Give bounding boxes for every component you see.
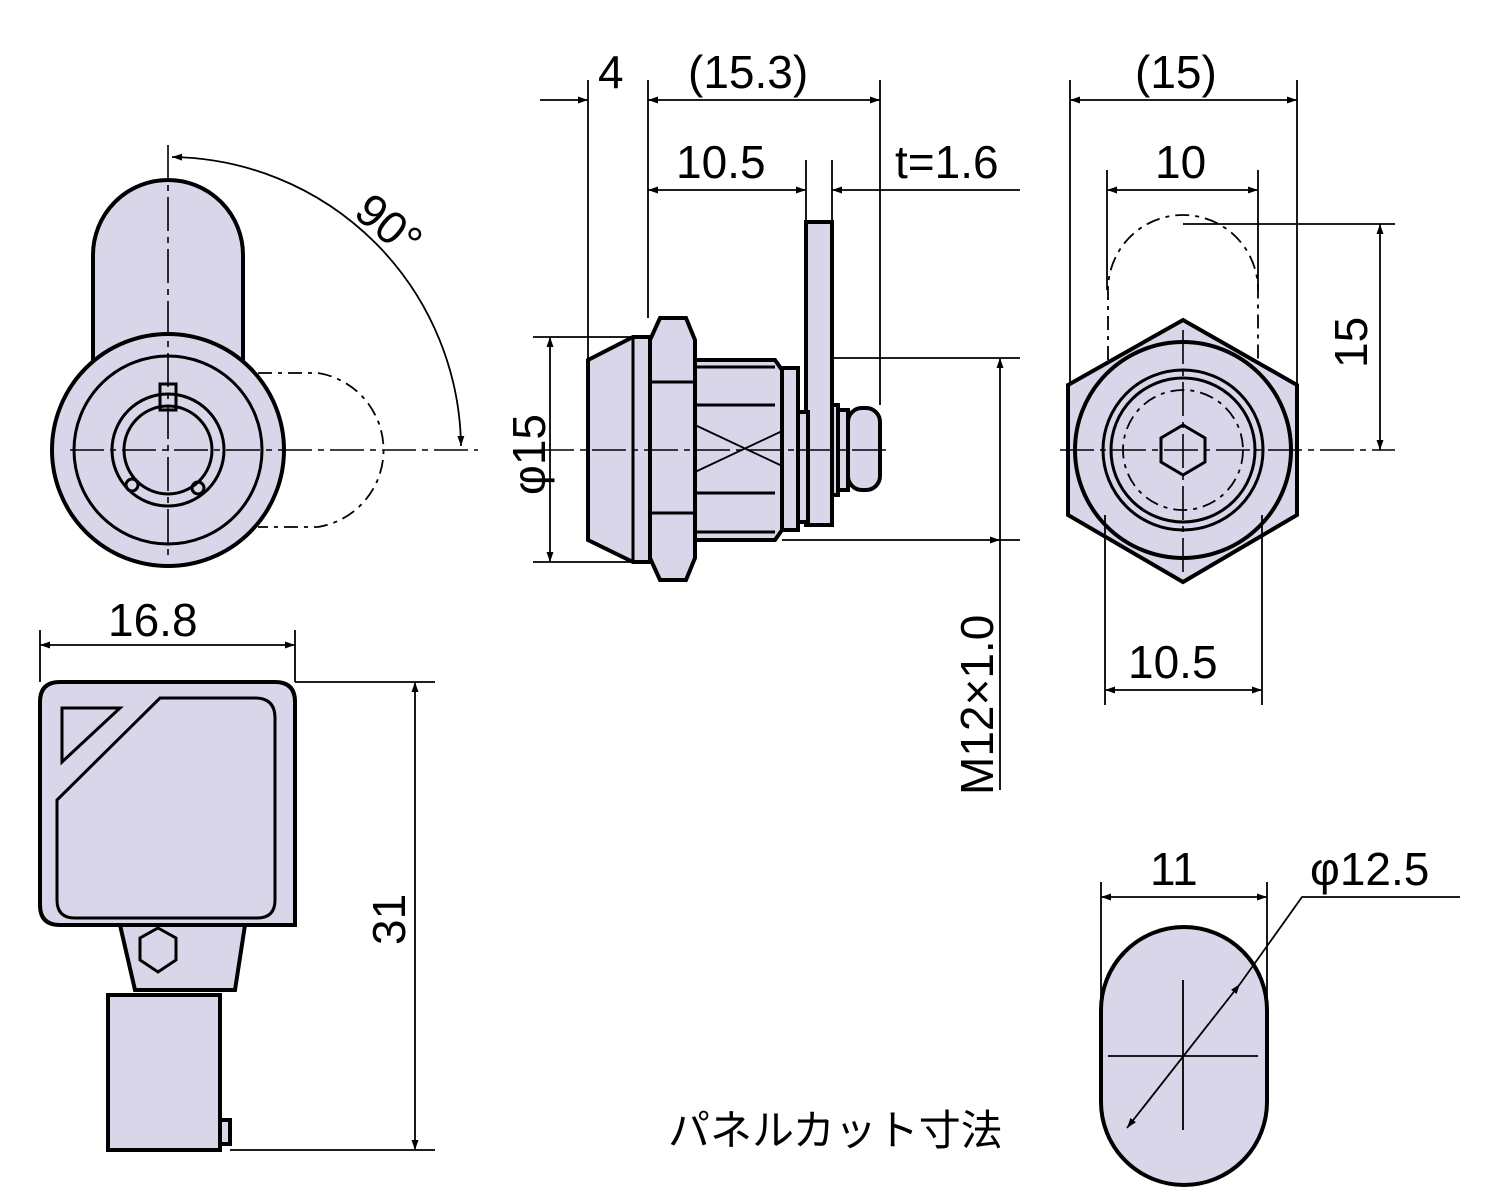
dim-overall: (15.3) — [688, 46, 808, 98]
panel-cut-label: パネルカット寸法 — [668, 1106, 1003, 1155]
key-notch — [218, 1118, 232, 1146]
dim-cut-diameter: φ12.5 — [1310, 843, 1429, 895]
key-head — [38, 680, 297, 927]
angle-label: 90° — [346, 183, 433, 268]
hex-nut — [648, 316, 697, 582]
pin-hole — [190, 480, 206, 496]
key-view: 16.8 31 — [38, 594, 435, 1152]
key-blade — [106, 993, 222, 1152]
cam-rotated-hidden — [258, 372, 385, 528]
flat-face-mark — [694, 424, 796, 473]
dim-cam-thickness: t=1.6 — [895, 136, 999, 188]
panel-cut-view: 11 φ12.5 パネルカット寸法 — [668, 843, 1460, 1187]
diameter-line — [1126, 983, 1241, 1129]
dim-cam-width: 10 — [1155, 136, 1206, 188]
dim-hex: 10.5 — [1128, 636, 1218, 688]
spacer — [796, 410, 810, 524]
washer — [780, 366, 800, 532]
pin-hole — [124, 477, 140, 493]
key-grip-face — [55, 696, 277, 920]
key-hex-boss — [138, 926, 178, 974]
dim-key-height: 31 — [363, 894, 415, 945]
dim-body: 10.5 — [676, 136, 766, 188]
dim-flange: 4 — [598, 46, 624, 98]
side-view: 4 (15.3) 10.5 t=1.6 φ15 M12×1.0 — [503, 46, 1020, 795]
front-view: 90° — [50, 145, 478, 568]
dim-cam-height: 15 — [1325, 317, 1377, 368]
rear-ring — [1109, 376, 1257, 524]
rear-view: (15) 10 15 10.5 — [1060, 46, 1395, 705]
leader-line — [1239, 896, 1460, 985]
dim-key-width: 16.8 — [108, 594, 198, 646]
key-hole — [60, 706, 124, 766]
dim-rear-width: (15) — [1135, 46, 1217, 98]
dim-flat: 11 — [1150, 843, 1198, 895]
dim-diameter: φ15 — [503, 414, 555, 495]
thread-label: M12×1.0 — [951, 615, 1003, 795]
rotation-arc — [171, 153, 465, 447]
cam-hidden-outline — [1107, 214, 1259, 450]
cam-screw-head — [846, 406, 882, 492]
